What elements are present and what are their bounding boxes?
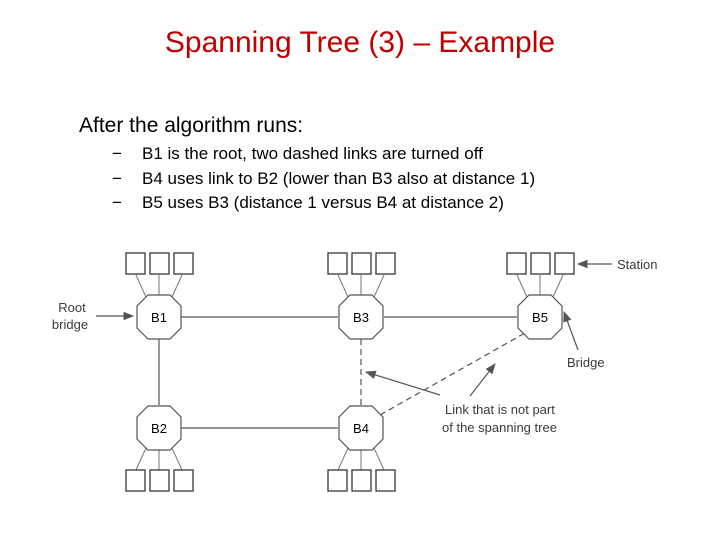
callout-arrows [96,259,612,397]
bullet-list: − B1 is the root, two dashed links are tu… [112,144,535,218]
bullet-item: −B4 uses link to B2 (lower than B3 also … [112,169,535,194]
bridge-arrow [563,310,579,351]
slide-title: Spanning Tree (3) – Example [164,26,556,59]
station-icon [149,469,170,492]
station-icon [351,252,372,275]
station-icon [375,469,396,492]
bullet-text: B4 uses link to B2 (lower than B3 also a… [142,168,536,188]
bridges [136,294,563,451]
bullet-dash: − [112,168,122,188]
station-icon [173,252,194,275]
station-label: Station [617,257,657,272]
link-arrow-right [469,363,496,397]
lead-text: After the algorithm runs: [79,114,304,137]
station-icon [173,469,194,492]
bridge-label-b1: B1 [151,310,167,325]
station-icon [125,469,146,492]
bridge-b3 [338,294,384,340]
station-icon [375,252,396,275]
station-icon [125,252,146,275]
bridge-b2 [136,405,182,451]
bullet-text: B1 is the root, two dashed links are tur… [142,144,483,163]
station-icon [506,252,527,275]
link-arrow-left [364,370,441,396]
station-icon [351,469,372,492]
bridge-b1 [136,294,182,340]
link-label-line1: Link that is not part [445,402,555,417]
link-b4-b5-dashed [379,332,526,416]
bridge-label-b3: B3 [353,310,369,325]
bridge-b4 [338,405,384,451]
station-icon [327,252,348,275]
station-icon [327,469,348,492]
station-drops [135,274,564,471]
station-icon [554,252,575,275]
bullet-dash: − [112,193,122,212]
bridge-b5 [517,294,563,340]
link-label-line2: of the spanning tree [442,420,557,435]
bridge-label-b5: B5 [532,310,548,325]
bullet-text: B5 uses B3 (distance 1 versus B4 at dist… [142,193,504,212]
links [158,316,526,429]
root-bridge-label-2: bridge [52,317,88,332]
stations [125,252,575,492]
bridge-label-b4: B4 [353,421,369,436]
bridge-label-b2: B2 [151,421,167,436]
station-icon [530,252,551,275]
bridge-label: Bridge [567,355,605,370]
bullet-item: − B1 is the root, two dashed links are tu… [112,144,535,169]
bullet-item: − B5 uses B3 (distance 1 versus B4 at dis… [112,193,535,218]
bullet-dash: − [112,144,122,163]
root-bridge-label: Root [58,300,86,315]
station-icon [149,252,170,275]
